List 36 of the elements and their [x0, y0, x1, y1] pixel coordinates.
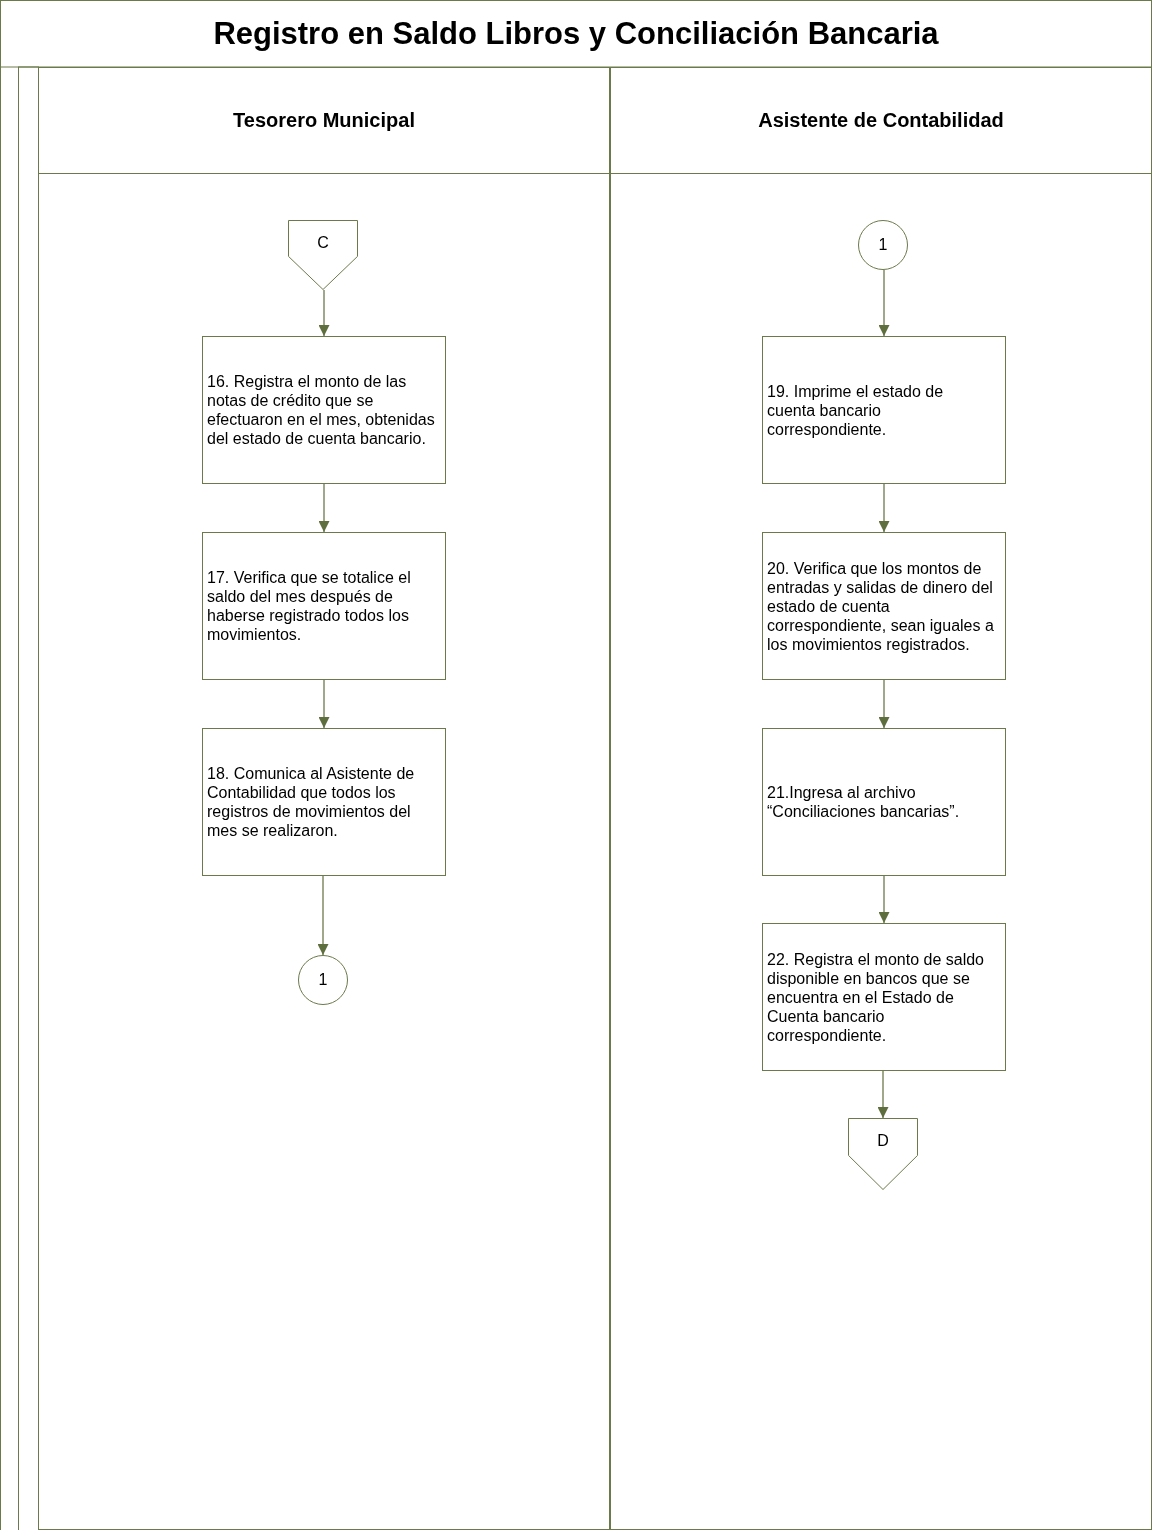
connector-circle — [858, 220, 908, 270]
arrow — [878, 875, 890, 924]
lane-header: Asistente de Contabilidad — [758, 109, 1004, 132]
arrow — [318, 679, 330, 729]
swimlane — [610, 67, 1152, 1530]
connector-circle — [298, 955, 348, 1005]
step-text: 19. Imprime el estado de cuenta bancario correspondiente. — [767, 381, 945, 439]
connector-label: D — [876, 1132, 890, 1150]
step-text: 22. Registra el monto de saldo disponible en bancos que se encuentra en el Estado de Cuenta bancario correspondiente. — [767, 949, 985, 1045]
step-text: 20. Verifica que los montos de entradas y salidas de dinero del estado de cuenta correspondiente, sean iguales a los movimientos registrados. — [767, 558, 995, 654]
connector-label: 1 — [318, 971, 328, 989]
process-box — [762, 336, 1006, 484]
arrow — [318, 483, 330, 533]
lane-header: Tesorero Municipal — [233, 109, 415, 132]
connector-label: 1 — [878, 236, 888, 254]
arrow — [877, 1070, 889, 1119]
process-box — [202, 728, 446, 876]
diagram-title: Registro en Saldo Libros y Conciliación Bancaria — [213, 15, 939, 52]
process-box — [762, 923, 1006, 1071]
step-text: 18. Comunica al Asistente de Contabilidad que todos los registros de movimientos del mes se realizaron. — [207, 764, 416, 840]
step-text: 16. Registra el monto de las notas de crédito que se efectuaron en el mes, obtenidas del estado de cuenta bancario. — [207, 372, 435, 448]
process-box — [202, 532, 446, 680]
arrow — [878, 679, 890, 729]
step-text: 21.Ingresa al archivo “Conciliaciones bancarias”. — [767, 783, 961, 821]
arrow — [317, 875, 329, 956]
arrow — [318, 289, 330, 337]
swimlane — [38, 67, 610, 1530]
off-page-connector — [848, 1118, 918, 1190]
off-page-connector — [288, 220, 358, 290]
arrow — [878, 483, 890, 533]
arrow — [878, 269, 890, 337]
process-box — [762, 532, 1006, 680]
connector-label: C — [316, 234, 330, 252]
process-box — [762, 728, 1006, 876]
step-text: 17. Verifica que se totalice el saldo del mes después de haberse registrado todos los movimientos. — [207, 568, 412, 644]
process-box — [202, 336, 446, 484]
